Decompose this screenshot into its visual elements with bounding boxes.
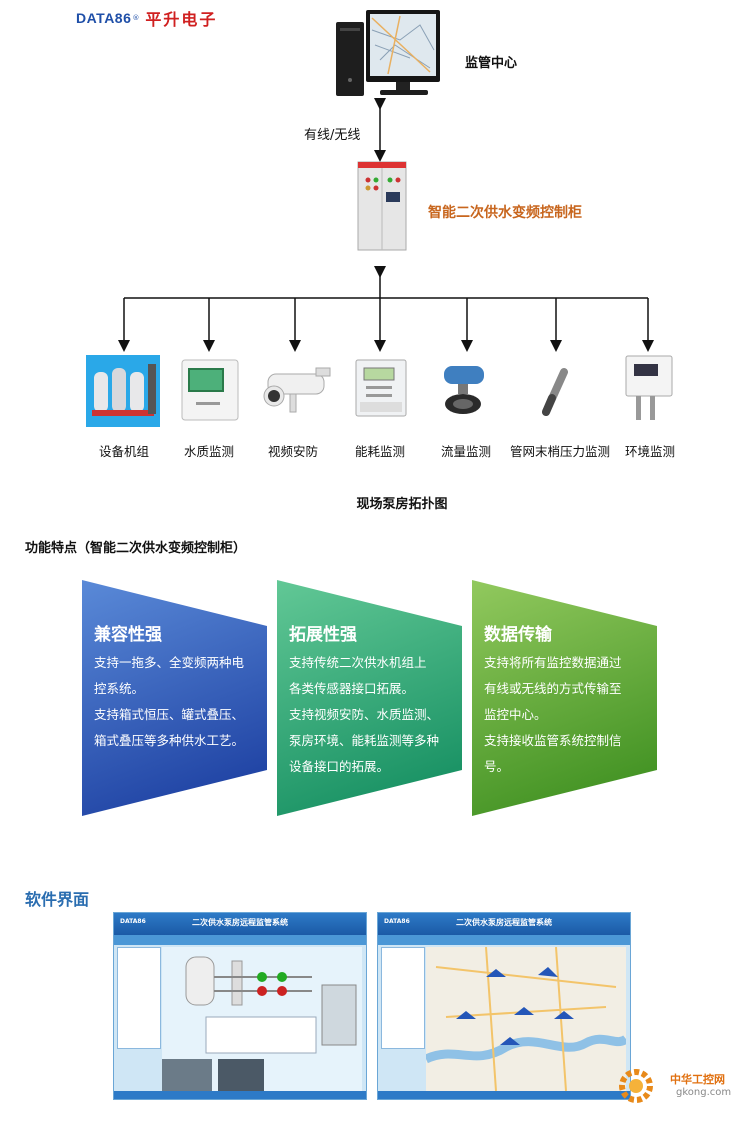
pump-room-schematic (162, 947, 362, 1091)
brand-cn: 平升电子 (145, 10, 218, 29)
feature-card-extensibility: 拓展性强 支持传统二次供水机组上 各类传感器接口拓展。 支持视频安防、水质监测、… (277, 580, 462, 816)
device-label-pump: 设备机组 (98, 444, 149, 459)
environment-sensor-icon (625, 355, 673, 420)
device-label-flow: 流量监测 (440, 444, 491, 459)
topology-diagram (86, 10, 673, 427)
feature-card-data-transmission: 数据传输 支持将所有监控数据通过 有线或无线的方式传输至 监控中心。 支持接收监… (472, 580, 657, 816)
device-label-video: 视频安防 (267, 444, 318, 459)
features-title: 功能特点（智能二次供水变频控制柜） (25, 541, 247, 556)
device-label-water-quality: 水质监测 (183, 444, 234, 459)
water-quality-monitor-icon (181, 359, 239, 421)
security-camera-icon (263, 367, 331, 413)
device-label-environment: 环境监测 (624, 444, 675, 459)
feature-body: 支持将所有监控数据通过 有线或无线的方式传输至 监控中心。 支持接收监管系统控制… (484, 655, 622, 774)
pump-unit-icon (86, 355, 160, 427)
feature-title: 兼容性强 (94, 625, 162, 645)
brand-reg: ® (132, 14, 140, 22)
cabinet-label: 智能二次供水变频控制柜 (428, 205, 582, 221)
device-label-energy: 能耗监测 (354, 444, 405, 459)
brand-logo: DATA86® 平升电子 (76, 8, 218, 29)
flow-meter-icon (444, 366, 484, 414)
screenshot-title: 二次供水泵房远程监管系统 (456, 918, 552, 927)
feature-title: 数据传输 (484, 625, 552, 645)
monitoring-center-label: 监管中心 (465, 56, 518, 71)
watermark-url: gkong.com (676, 1087, 732, 1098)
watermark-cn: 中华工控网 (670, 1073, 725, 1086)
screenshot-title: 二次供水泵房远程监管系统 (192, 918, 288, 927)
feature-body: 支持一拖多、全变频两种电 控系统。 支持箱式恒压、罐式叠压、 箱式叠压等多种供水… (94, 655, 245, 748)
topology-caption: 现场泵房拓扑图 (356, 497, 448, 512)
feature-body: 支持传统二次供水机组上 各类传感器接口拓展。 支持视频安防、水质监测、 泵房环境… (289, 655, 440, 774)
control-cabinet-icon (357, 161, 407, 251)
link-label: 有线/无线 (304, 128, 361, 143)
software-title: 软件界面 (25, 890, 90, 909)
device-label-pressure: 管网末梢压力监测 (509, 444, 610, 459)
computer-icon (336, 10, 440, 96)
brand-en: DATA86 (76, 10, 132, 26)
feature-title: 拓展性强 (289, 625, 357, 645)
map-view (426, 947, 626, 1091)
feature-card-compatibility: 兼容性强 支持一拖多、全变频两种电 控系统。 支持箱式恒压、罐式叠压、 箱式叠压… (82, 580, 267, 816)
gear-icon (619, 1069, 653, 1103)
energy-meter-icon (355, 359, 407, 417)
pressure-sensor-icon (542, 368, 568, 416)
